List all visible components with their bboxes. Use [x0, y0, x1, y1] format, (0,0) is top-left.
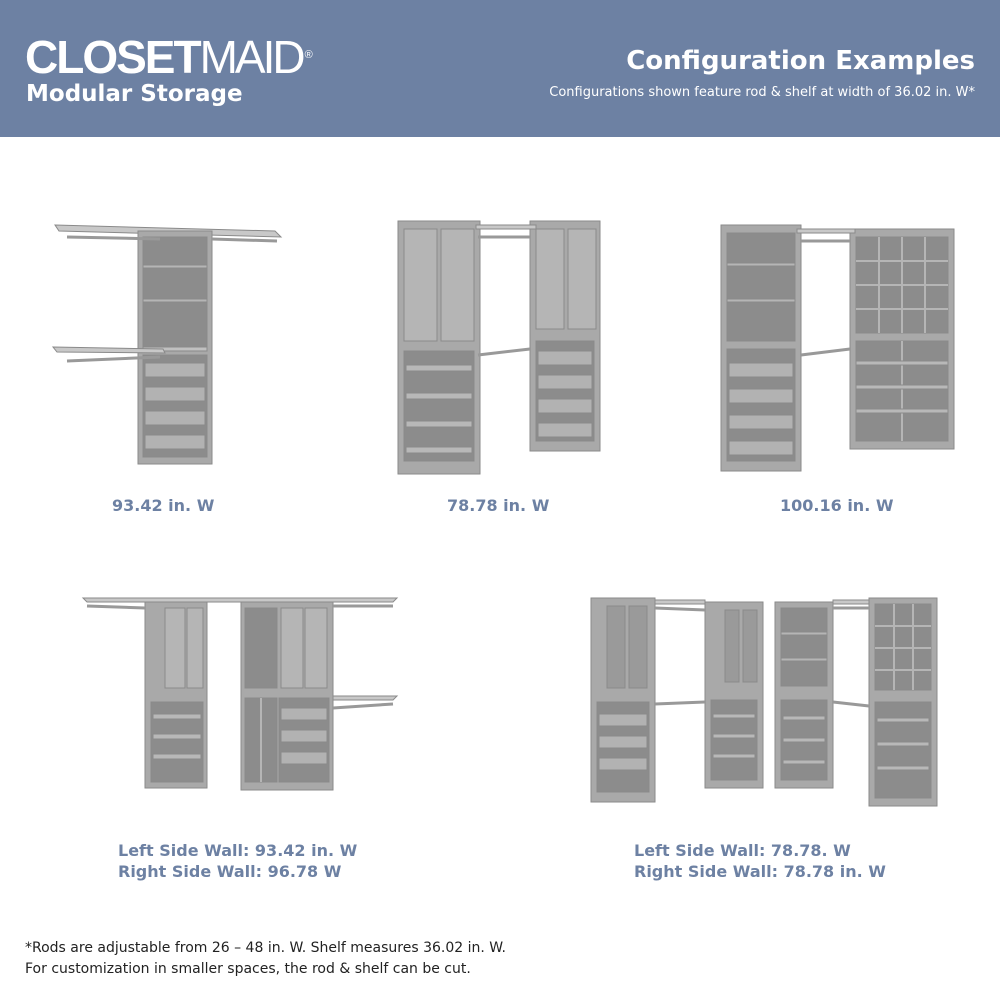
- footnote-line-2: For customization in smaller spaces, the…: [25, 961, 471, 977]
- page-title: Configuration Examples: [626, 46, 975, 76]
- config-2-label: 78.78 in. W: [447, 496, 550, 515]
- config-5-label-right: Right Side Wall: 78.78 in. W: [634, 862, 886, 881]
- config-5-label-left: Left Side Wall: 78.78. W: [634, 841, 851, 860]
- config-4-label-right: Right Side Wall: 96.78 W: [118, 862, 342, 881]
- footnote: *Rods are adjustable from 26 – 48 in. W.…: [25, 938, 506, 980]
- config-1-label: 93.42 in. W: [112, 496, 215, 515]
- config-3-label: 100.16 in. W: [780, 496, 894, 515]
- config-5-illustration: [590, 597, 938, 807]
- config-3-illustration: [720, 224, 955, 472]
- config-2-illustration: [397, 220, 601, 475]
- closetmaid-logo: CLOSETMAID®: [25, 31, 313, 83]
- config-1-illustration: [51, 224, 283, 465]
- page-subtitle: Configurations shown feature rod & shelf…: [549, 85, 975, 100]
- config-4-illustration: [81, 597, 399, 791]
- header-banner: CLOSETMAID® Modular Storage Configuratio…: [0, 0, 1000, 137]
- subbrand-title: Modular Storage: [26, 81, 243, 107]
- footnote-line-1: *Rods are adjustable from 26 – 48 in. W.…: [25, 940, 506, 956]
- config-4-label-left: Left Side Wall: 93.42 in. W: [118, 841, 358, 860]
